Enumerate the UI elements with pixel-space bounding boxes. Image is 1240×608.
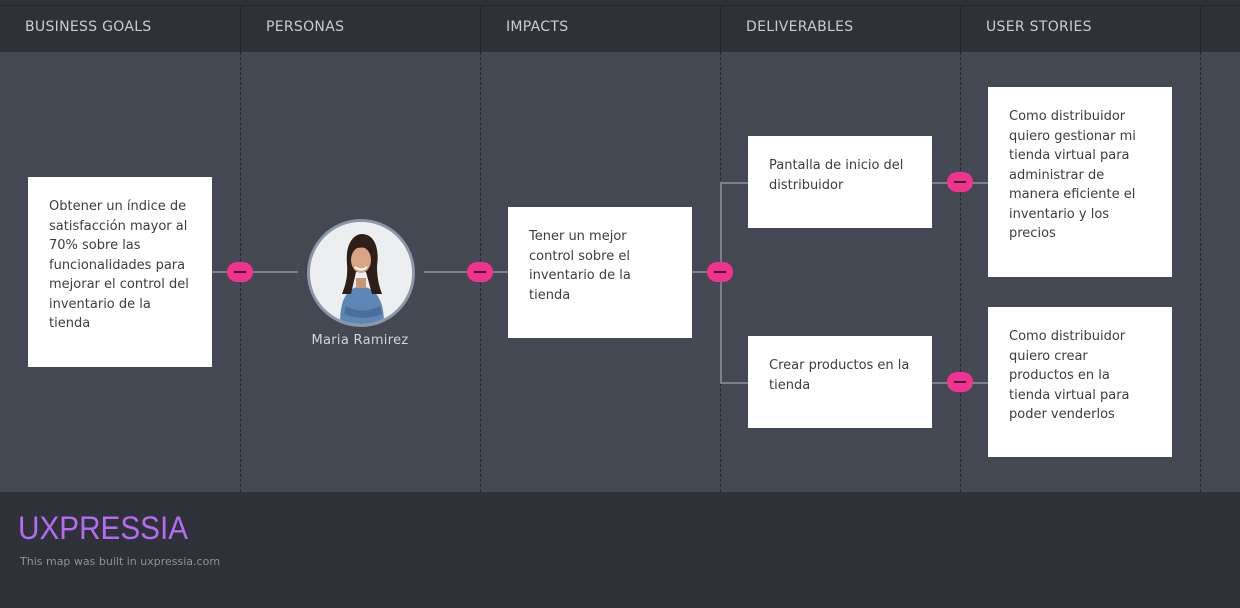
footer: UXPRESSIA This map was built in uxpressi… xyxy=(0,492,1240,608)
connector-line xyxy=(720,182,748,184)
column-label: DELIVERABLES xyxy=(746,19,854,35)
collapse-toggle-icon[interactable] xyxy=(947,372,973,392)
column-label: IMPACTS xyxy=(506,19,569,35)
connector-line xyxy=(212,271,298,273)
card-text: Como distribuidor quiero gestionar mi ti… xyxy=(1009,109,1136,241)
card-text: Pantalla de inicio del distribuidor xyxy=(769,158,904,193)
column-divider xyxy=(1200,52,1201,492)
column-header-impacts: IMPACTS xyxy=(481,6,721,52)
connector-line xyxy=(720,182,722,384)
top-border xyxy=(0,0,1240,6)
column-header-business-goals: BUSINESS GOALS xyxy=(0,6,241,52)
column-header-bar: BUSINESS GOALS PERSONAS IMPACTS DELIVERA… xyxy=(0,6,1240,52)
card-text: Crear productos en la tienda xyxy=(769,358,910,393)
collapse-toggle-icon[interactable] xyxy=(467,262,493,282)
column-label: USER STORIES xyxy=(986,19,1092,35)
footer-note: This map was built in uxpressia.com xyxy=(20,555,221,568)
persona-name: Maria Ramirez xyxy=(311,333,409,348)
column-header-personas: PERSONAS xyxy=(241,6,481,52)
card-text: Como distribuidor quiero crear productos… xyxy=(1009,329,1130,422)
collapse-toggle-icon[interactable] xyxy=(227,262,253,282)
logo-text: UXPRESSIA xyxy=(18,510,189,544)
connector-line xyxy=(424,271,508,273)
deliverable-card[interactable]: Pantalla de inicio del distribuidor xyxy=(748,136,932,228)
user-story-card[interactable]: Como distribuidor quiero crear productos… xyxy=(988,307,1172,457)
user-story-card[interactable]: Como distribuidor quiero gestionar mi ti… xyxy=(988,87,1172,277)
connector-line xyxy=(720,382,748,384)
column-header-user-stories: USER STORIES xyxy=(961,6,1201,52)
uxpressia-logo[interactable]: UXPRESSIA xyxy=(18,508,194,544)
column-divider xyxy=(960,52,961,492)
deliverable-card[interactable]: Crear productos en la tienda xyxy=(748,336,932,428)
collapse-toggle-icon[interactable] xyxy=(947,172,973,192)
column-header-deliverables: DELIVERABLES xyxy=(721,6,961,52)
card-text: Obtener un índice de satisfacción mayor … xyxy=(49,199,189,331)
business-goal-card[interactable]: Obtener un índice de satisfacción mayor … xyxy=(28,177,212,367)
persona-avatar[interactable] xyxy=(307,219,415,327)
column-label: PERSONAS xyxy=(266,19,345,35)
card-text: Tener un mejor control sobre el inventar… xyxy=(529,229,631,303)
column-label: BUSINESS GOALS xyxy=(25,19,152,35)
impact-card[interactable]: Tener un mejor control sobre el inventar… xyxy=(508,207,692,338)
collapse-toggle-icon[interactable] xyxy=(707,262,733,282)
persona-photo-icon xyxy=(310,222,412,324)
